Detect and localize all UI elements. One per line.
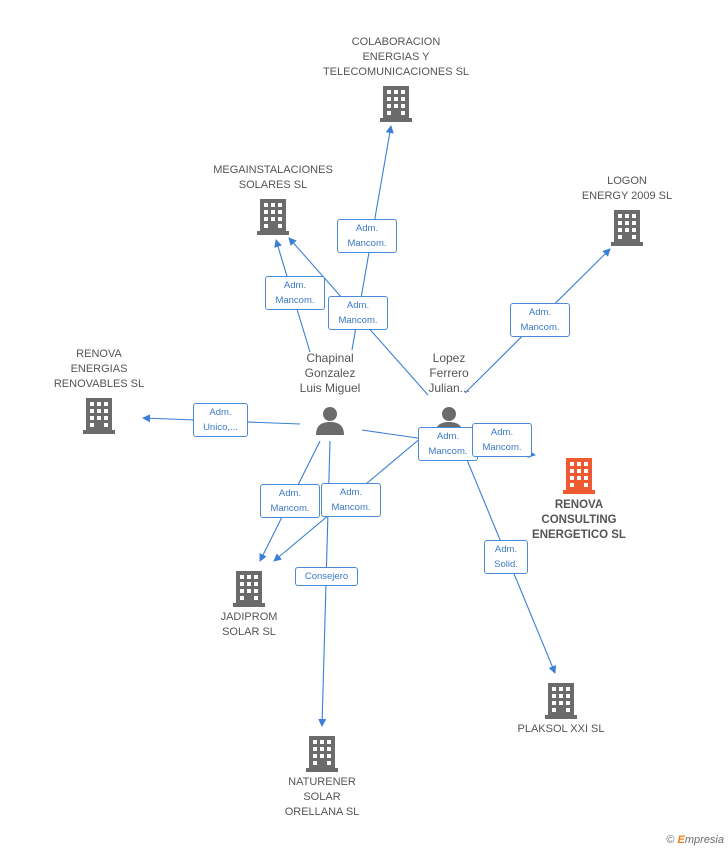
- person-icon: [316, 407, 344, 435]
- brand-e: E: [677, 834, 685, 846]
- building-icon: [83, 398, 115, 434]
- relation-label[interactable]: Adm. Mancom.: [510, 303, 570, 337]
- building-icon: [611, 210, 643, 246]
- company-label: COLABORACION ENERGIAS Y TELECOMUNICACION…: [322, 36, 470, 78]
- company-renova-consulting[interactable]: RENOVA CONSULTING ENERGETICO SL: [504, 458, 654, 543]
- relation-label[interactable]: Adm. Mancom.: [328, 296, 388, 330]
- building-icon: [233, 571, 265, 607]
- company-label: JADIPROM SOLAR SL: [220, 611, 278, 638]
- company-label: LOGON ENERGY 2009 SL: [581, 175, 673, 202]
- relation-label[interactable]: Consejero: [295, 567, 358, 586]
- relation-label[interactable]: Adm. Mancom.: [260, 484, 320, 518]
- relation-label[interactable]: Adm. Mancom.: [265, 276, 325, 310]
- person-chapinal[interactable]: Chapinal Gonzalez Luis Miguel: [280, 351, 380, 436]
- relation-label[interactable]: Adm. Mancom.: [337, 219, 397, 253]
- company-jadiprom[interactable]: JADIPROM SOLAR SL: [174, 571, 324, 640]
- brand-name: mpresia: [684, 834, 724, 846]
- relation-label[interactable]: Adm. Mancom.: [418, 427, 478, 461]
- company-naturener[interactable]: NATURENER SOLAR ORELLANA SL: [247, 736, 397, 820]
- relation-label[interactable]: Adm. Solid.: [484, 540, 528, 574]
- person-label: Chapinal Gonzalez Luis Miguel: [299, 351, 361, 395]
- company-renova-renovables[interactable]: RENOVA ENERGIAS RENOVABLES SL: [24, 347, 174, 434]
- company-label: MEGAINSTALACIONES SOLARES SL: [213, 164, 333, 191]
- company-megainstalaciones[interactable]: MEGAINSTALACIONES SOLARES SL: [198, 163, 348, 235]
- building-icon: [306, 736, 338, 772]
- company-logon[interactable]: LOGON ENERGY 2009 SL: [552, 174, 702, 246]
- company-label: RENOVA CONSULTING ENERGETICO SL: [532, 499, 626, 541]
- relation-label[interactable]: Adm. Unico,...: [193, 403, 248, 437]
- company-label: PLAKSOL XXI SL: [517, 723, 605, 735]
- copyright-symbol: ©: [666, 834, 675, 846]
- relation-label[interactable]: Adm. Mancom.: [472, 423, 532, 457]
- building-icon: [257, 199, 289, 235]
- person-label: Lopez Ferrero Julian...: [428, 351, 470, 395]
- company-colaboracion[interactable]: COLABORACION ENERGIAS Y TELECOMUNICACION…: [321, 35, 471, 122]
- building-icon: [380, 86, 412, 122]
- relation-label[interactable]: Adm. Mancom.: [321, 483, 381, 517]
- person-lopez[interactable]: Lopez Ferrero Julian...: [399, 351, 499, 436]
- company-plaksol[interactable]: PLAKSOL XXI SL: [486, 683, 636, 737]
- building-icon-highlight: [563, 458, 595, 494]
- company-label: NATURENER SOLAR ORELLANA SL: [284, 776, 360, 818]
- building-icon: [545, 683, 577, 719]
- company-label: RENOVA ENERGIAS RENOVABLES SL: [53, 348, 145, 390]
- empresia-logo: © Empresia: [666, 834, 724, 846]
